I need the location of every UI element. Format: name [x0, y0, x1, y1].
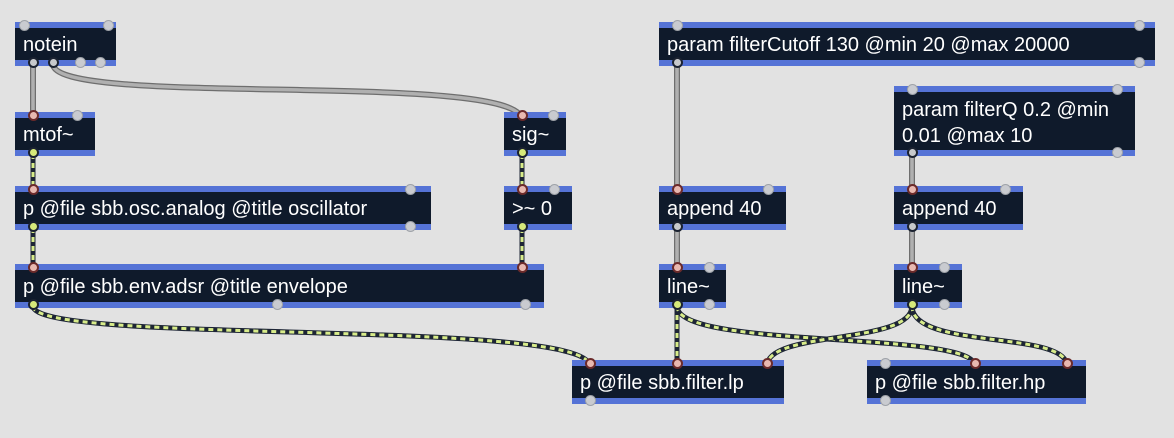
- notein-inlet-2[interactable]: [103, 20, 114, 31]
- append-cutoff-inlet-2[interactable]: [763, 184, 774, 195]
- filterq-param-inlet[interactable]: [907, 84, 918, 95]
- filterq-param-outlet[interactable]: [907, 147, 918, 158]
- line-cutoff-outlet-2[interactable]: [704, 299, 715, 310]
- oscillator-inlet-2[interactable]: [405, 184, 416, 195]
- append-q-label: append 40: [902, 198, 997, 220]
- sig-label: sig~: [512, 124, 550, 146]
- threshold-inlet[interactable]: [517, 184, 528, 195]
- line-cutoff-outlet[interactable]: [672, 299, 683, 310]
- sig-outlet[interactable]: [517, 147, 528, 158]
- line-q-outlet-2[interactable]: [939, 299, 950, 310]
- line-q-inlet[interactable]: [907, 262, 918, 273]
- filterq-param-inlet-2[interactable]: [1112, 84, 1123, 95]
- filter-lp-inlet-1[interactable]: [585, 358, 596, 369]
- notein-inlet[interactable]: [19, 20, 30, 31]
- line-cutoff-inlet[interactable]: [672, 262, 683, 273]
- oscillator-outlet-2[interactable]: [405, 221, 416, 232]
- notein-object[interactable]: notein: [15, 20, 116, 68]
- envelope-outlet-2[interactable]: [272, 299, 283, 310]
- threshold-inlet-2[interactable]: [549, 184, 560, 195]
- cutoff-param-label: param filterCutoff 130 @min 20 @max 2000…: [667, 34, 1070, 56]
- notein-outlet-3[interactable]: [75, 57, 86, 68]
- notein-label: notein: [23, 34, 78, 56]
- filter-hp-subpatch[interactable]: p @file sbb.filter.hp: [867, 358, 1086, 406]
- line-cutoff-label: line~: [667, 276, 710, 298]
- append-q-outlet[interactable]: [907, 221, 918, 232]
- threshold-outlet[interactable]: [517, 221, 528, 232]
- filterq-param-outlet-2[interactable]: [1112, 147, 1123, 158]
- envelope-outlet-3[interactable]: [520, 299, 531, 310]
- cutoff-param-object[interactable]: param filterCutoff 130 @min 20 @max 2000…: [659, 20, 1155, 68]
- filter-hp-inlet-3[interactable]: [1062, 358, 1073, 369]
- mtof-outlet[interactable]: [28, 147, 39, 158]
- cutoff-param-outlet[interactable]: [672, 57, 683, 68]
- cutoff-param-inlet-2[interactable]: [1134, 20, 1145, 31]
- filter-hp-label: p @file sbb.filter.hp: [875, 372, 1046, 394]
- line-q-label: line~: [902, 276, 945, 298]
- line-q-inlet-2[interactable]: [939, 262, 950, 273]
- cord-notein-sig: [50, 61, 525, 123]
- filter-hp-outlet[interactable]: [880, 395, 891, 406]
- threshold-object[interactable]: >~ 0: [504, 184, 572, 232]
- filterq-param-object[interactable]: param filterQ 0.2 @min 0.01 @max 10: [894, 84, 1135, 158]
- append-cutoff-label: append 40: [667, 198, 762, 220]
- envelope-inlet-2[interactable]: [517, 262, 528, 273]
- append-q-object[interactable]: append 40: [894, 184, 1023, 232]
- envelope-subpatch[interactable]: p @file sbb.env.adsr @title envelope: [15, 262, 544, 310]
- threshold-label: >~ 0: [512, 198, 553, 220]
- envelope-outlet[interactable]: [28, 299, 39, 310]
- append-cutoff-object[interactable]: append 40: [659, 184, 786, 232]
- envelope-label: p @file sbb.env.adsr @title envelope: [23, 276, 348, 298]
- oscillator-outlet[interactable]: [28, 221, 39, 232]
- notein-outlet-velocity[interactable]: [48, 57, 59, 68]
- cutoff-param-outlet-2[interactable]: [1134, 57, 1145, 68]
- notein-outlet-pitch[interactable]: [28, 57, 39, 68]
- oscillator-inlet[interactable]: [28, 184, 39, 195]
- append-cutoff-inlet[interactable]: [672, 184, 683, 195]
- envelope-inlet-1[interactable]: [28, 262, 39, 273]
- mtof-inlet-2[interactable]: [72, 110, 83, 121]
- line-q-object[interactable]: line~: [894, 262, 962, 310]
- append-q-inlet[interactable]: [907, 184, 918, 195]
- line-cutoff-object[interactable]: line~: [659, 262, 726, 310]
- filterq-param-label: param filterQ 0.2 @min 0.01 @max 10: [902, 99, 1110, 147]
- oscillator-label: p @file sbb.osc.analog @title oscillator: [23, 198, 368, 220]
- line-q-outlet[interactable]: [907, 299, 918, 310]
- filter-lp-inlet-3[interactable]: [762, 358, 773, 369]
- mtof-label: mtof~: [23, 124, 74, 146]
- filter-lp-subpatch[interactable]: p @file sbb.filter.lp: [572, 358, 784, 406]
- cutoff-param-inlet[interactable]: [672, 20, 683, 31]
- append-cutoff-outlet[interactable]: [672, 221, 683, 232]
- mtof-inlet[interactable]: [28, 110, 39, 121]
- sig-inlet[interactable]: [517, 110, 528, 121]
- filter-lp-outlet[interactable]: [585, 395, 596, 406]
- notein-outlet-4[interactable]: [95, 57, 106, 68]
- sig-inlet-2[interactable]: [548, 110, 559, 121]
- filter-lp-inlet-2[interactable]: [672, 358, 683, 369]
- mtof-object[interactable]: mtof~: [15, 110, 95, 158]
- filter-hp-inlet-1[interactable]: [880, 358, 891, 369]
- append-q-inlet-2[interactable]: [1000, 184, 1011, 195]
- line-cutoff-inlet-2[interactable]: [704, 262, 715, 273]
- filter-lp-label: p @file sbb.filter.lp: [580, 372, 744, 394]
- sig-object[interactable]: sig~: [504, 110, 566, 158]
- oscillator-subpatch[interactable]: p @file sbb.osc.analog @title oscillator: [15, 184, 431, 232]
- filter-hp-inlet-2[interactable]: [970, 358, 981, 369]
